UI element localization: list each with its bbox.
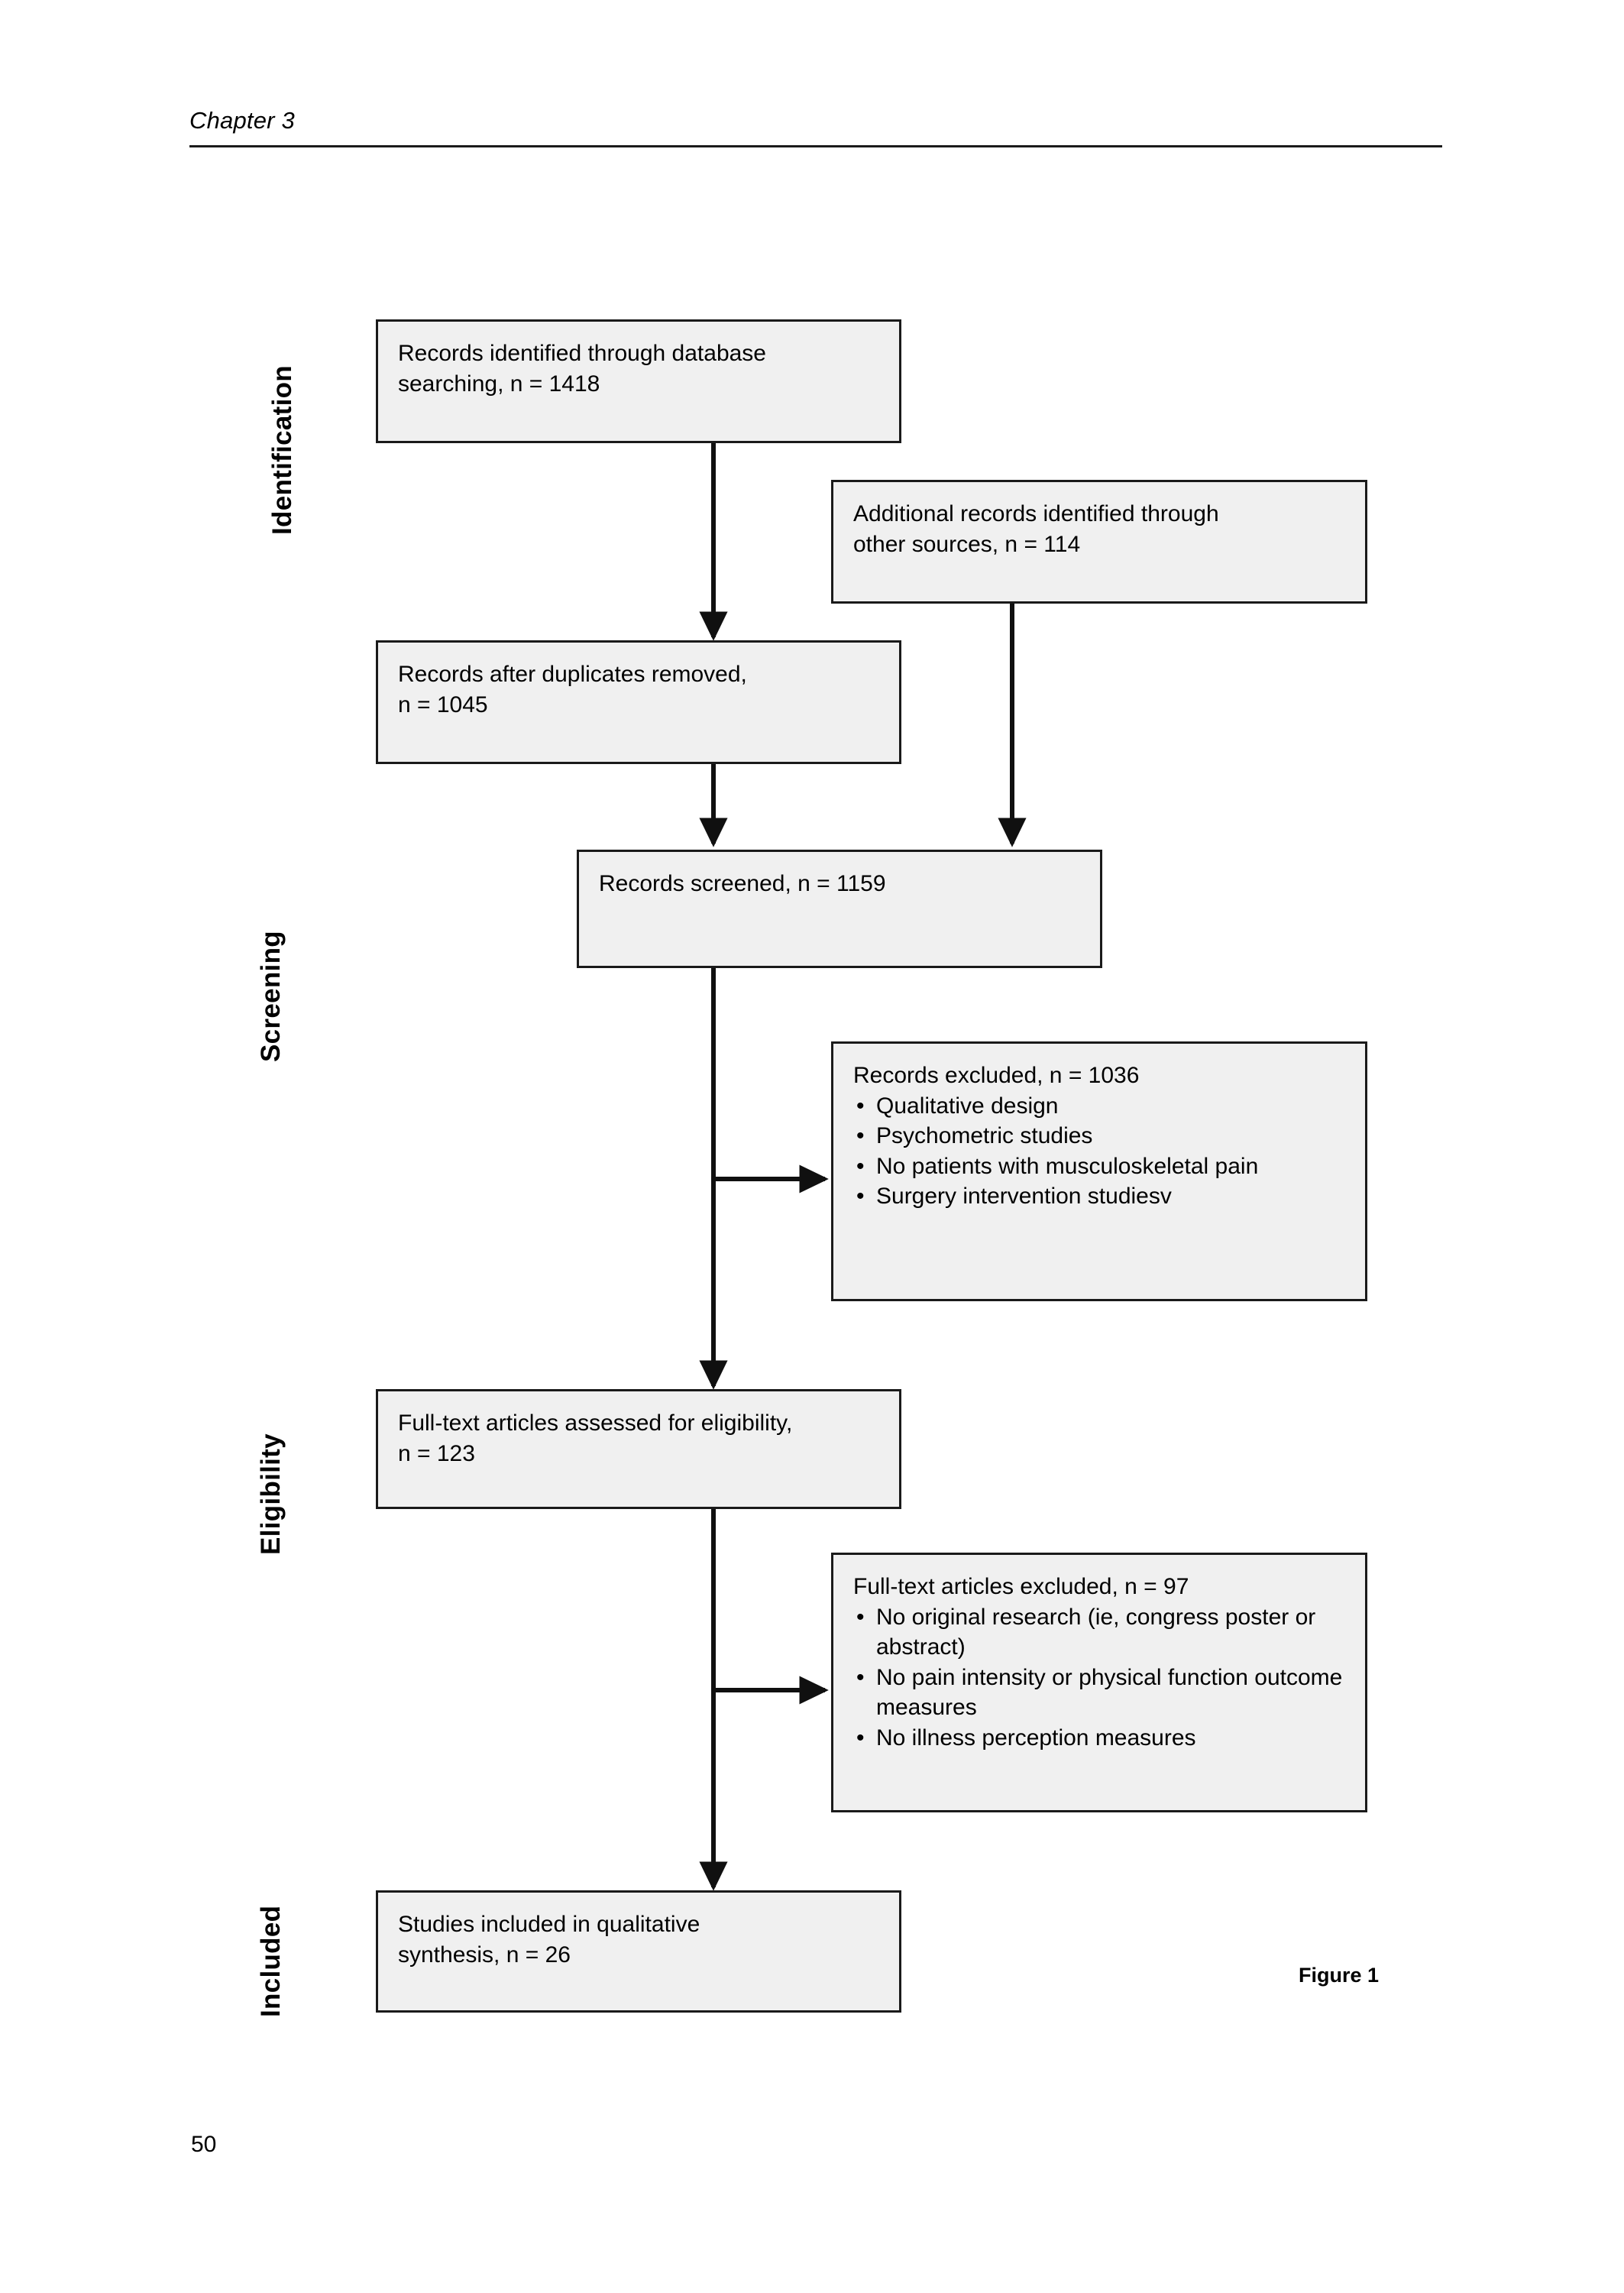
stage-label-included: Included [256,1905,286,2017]
node-fulltext-assessed-line2: n = 123 [398,1440,475,1466]
list-item: No patients with musculoskeletal pain [853,1151,1347,1182]
node-records-screened: Records screened, n = 1159 [577,850,1102,968]
node-after-duplicates: Records after duplicates removed, n = 10… [376,640,901,764]
running-head: Chapter 3 [189,107,295,134]
node-studies-included: Studies included in qualitative synthesi… [376,1890,901,2013]
node-additional-records: Additional records identified through ot… [831,480,1367,604]
node-studies-included-line1: Studies included in qualitative [398,1912,700,1937]
node-fulltext-excluded: Full-text articles excluded, n = 97 No o… [831,1553,1367,1812]
list-item: Psychometric studies [853,1121,1347,1151]
node-after-duplicates-line2: n = 1045 [398,691,488,717]
stage-label-screening: Screening [256,931,286,1062]
node-additional-records-line2: other sources, n = 114 [853,531,1081,557]
node-fulltext-excluded-heading: Full-text articles excluded, n = 97 [853,1574,1189,1599]
stage-label-identification: Identification [267,365,297,535]
node-after-duplicates-line1: Records after duplicates removed, [398,662,747,687]
node-records-identified-line1: Records identified through database [398,341,766,366]
list-item: Surgery intervention studiesv [853,1181,1347,1212]
node-additional-records-line1: Additional records identified through [853,501,1219,526]
list-item: No illness perception measures [853,1723,1347,1754]
node-records-excluded: Records excluded, n = 1036 Qualitative d… [831,1041,1367,1301]
list-item: No pain intensity or physical function o… [853,1663,1347,1723]
node-records-screened-line1: Records screened, n = 1159 [599,871,886,896]
node-records-excluded-heading: Records excluded, n = 1036 [853,1063,1140,1088]
node-studies-included-line2: synthesis, n = 26 [398,1942,571,1968]
records-excluded-reason-list: Qualitative design Psychometric studies … [853,1091,1347,1212]
list-item: Qualitative design [853,1091,1347,1122]
node-fulltext-assessed: Full-text articles assessed for eligibil… [376,1389,901,1509]
figure-caption: Figure 1 [1299,1964,1380,1987]
list-item: No original research (ie, congress poste… [853,1602,1347,1663]
fulltext-excluded-reason-list: No original research (ie, congress poste… [853,1602,1347,1754]
page-number: 50 [191,2132,217,2157]
header-divider [189,145,1442,147]
node-records-identified: Records identified through database sear… [376,319,901,443]
node-fulltext-assessed-line1: Full-text articles assessed for eligibil… [398,1410,793,1436]
node-records-identified-line2: searching, n = 1418 [398,371,600,397]
stage-label-eligibility: Eligibility [256,1433,286,1555]
